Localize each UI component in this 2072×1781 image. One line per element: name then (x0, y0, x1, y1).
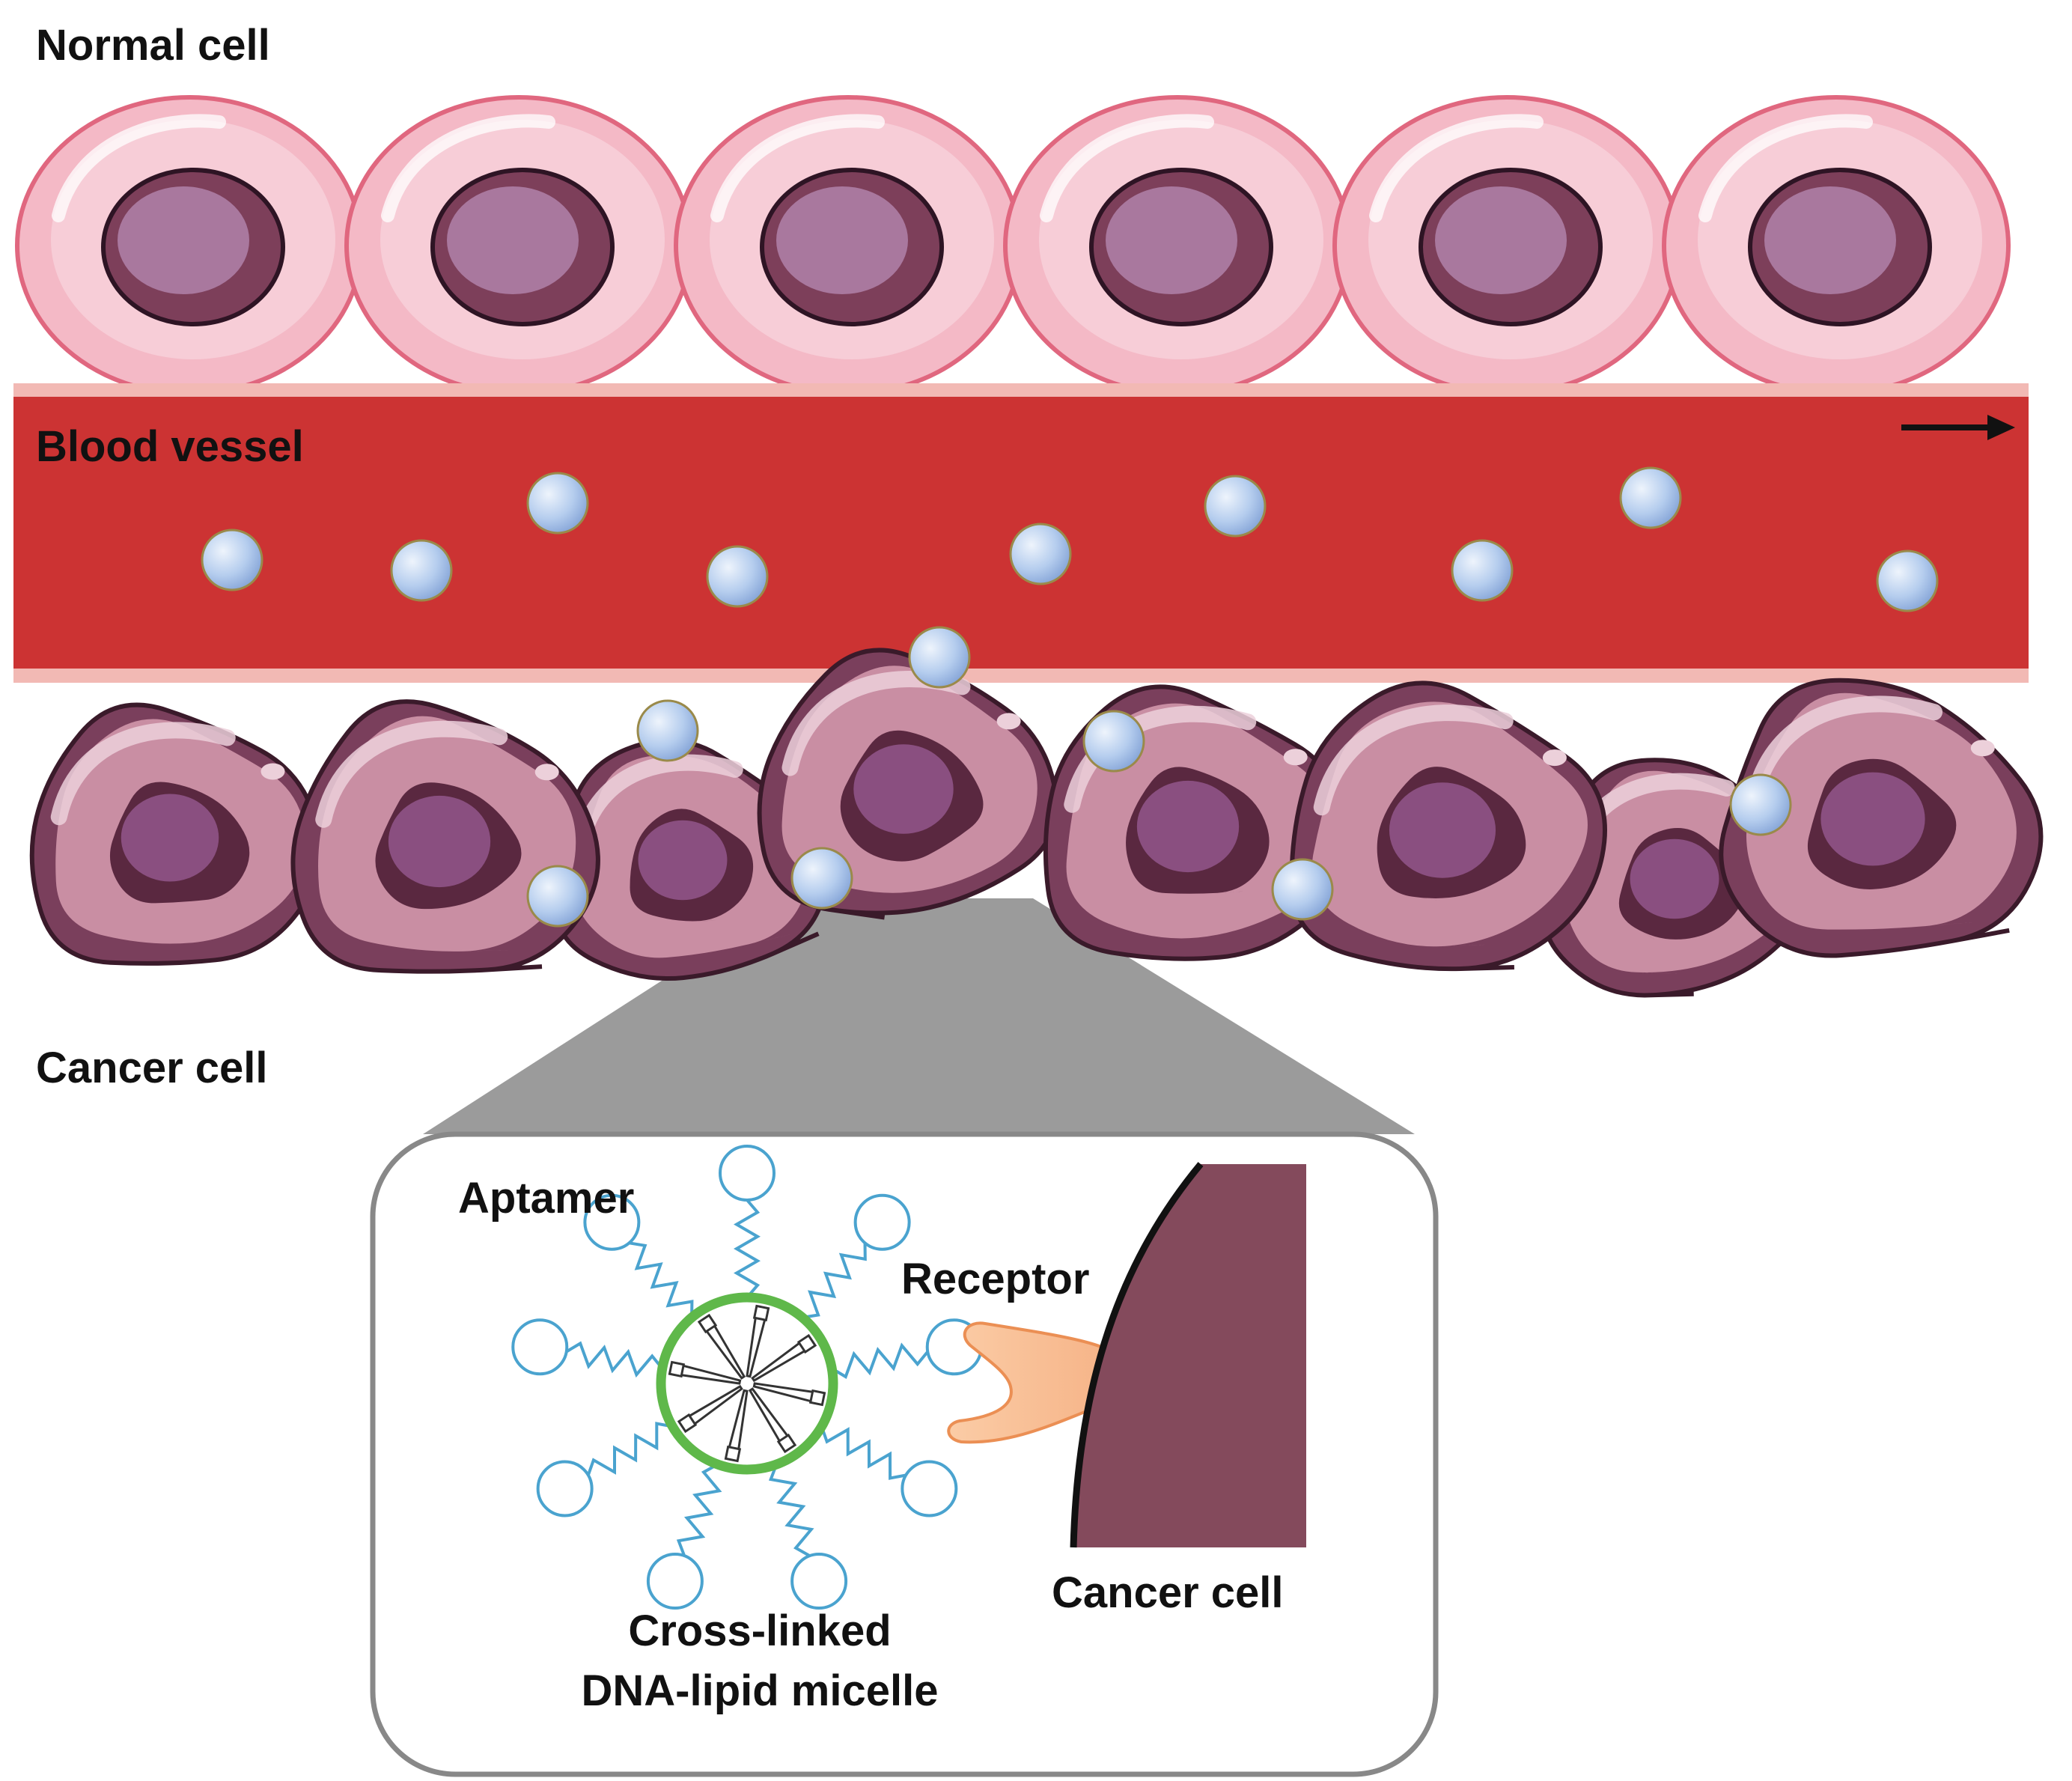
lipid-core (668, 1304, 826, 1463)
normal-cell (1003, 95, 1352, 396)
normal-cell (15, 95, 364, 396)
normal-cell-label: Normal cell (36, 21, 270, 70)
aptamer-label: Aptamer (458, 1174, 634, 1223)
micelle-bead (1729, 773, 1792, 836)
aptamer (646, 1463, 722, 1610)
micelle-label-line2: DNA-lipid micelle (582, 1666, 939, 1715)
zoom-funnel (423, 898, 1415, 1134)
micelle-label-line1: Cross-linked (628, 1607, 891, 1655)
micelle-bead (636, 699, 699, 762)
cancer-cell (552, 738, 829, 981)
micelle-bead (1204, 475, 1267, 538)
micelle-bead (706, 545, 769, 608)
cancer-cell (290, 699, 600, 974)
micelle-bead (1271, 858, 1334, 921)
micelle-bead (1009, 523, 1072, 585)
aptamer (719, 1145, 776, 1299)
normal-cell (674, 95, 1023, 396)
blood-vessel (13, 383, 2029, 683)
right-arrow-icon (1901, 415, 2015, 440)
micelle-bead (201, 529, 263, 591)
micelle-bead (390, 539, 453, 602)
dna-lipid-micelle (511, 1145, 983, 1610)
cancer-cell-label: Cancer cell (36, 1044, 268, 1092)
normal-cell (1662, 95, 2011, 396)
normal-cells-row (15, 95, 2011, 396)
aptamer (536, 1422, 673, 1517)
aptamer (768, 1464, 848, 1610)
receptor-label: Receptor (901, 1255, 1089, 1303)
cancer-cell (1289, 681, 1607, 972)
cancer-cell (29, 702, 330, 966)
normal-cell (344, 95, 693, 396)
micelle-bead (908, 626, 971, 689)
blood-vessel-label: Blood vessel (36, 422, 304, 471)
normal-cell (1332, 95, 1681, 396)
micelle-bead (1082, 710, 1145, 773)
aptamer (802, 1193, 911, 1319)
zoom-inset (370, 1131, 1439, 1777)
micelle-particles (201, 466, 1939, 928)
aptamer (820, 1425, 958, 1517)
cancer-cell (1719, 678, 2044, 958)
inset-cancer-cell (1073, 1164, 1306, 1547)
receptor (947, 1321, 1136, 1444)
cancer-cells-row (29, 648, 2044, 998)
micelle-bead (1876, 549, 1939, 612)
micelle-bead (1451, 539, 1514, 602)
micelle-bead (790, 847, 853, 910)
aptamer (511, 1318, 664, 1378)
inset-cancer-cell-label: Cancer cell (1052, 1568, 1284, 1617)
micelle-bead (526, 865, 589, 928)
micelle-bead (1619, 466, 1682, 529)
micelle-bead (526, 472, 589, 535)
aptamer (583, 1193, 694, 1318)
inset-cancer-cell-membrane (1070, 1162, 1204, 1548)
micelle-shell (656, 1292, 838, 1475)
